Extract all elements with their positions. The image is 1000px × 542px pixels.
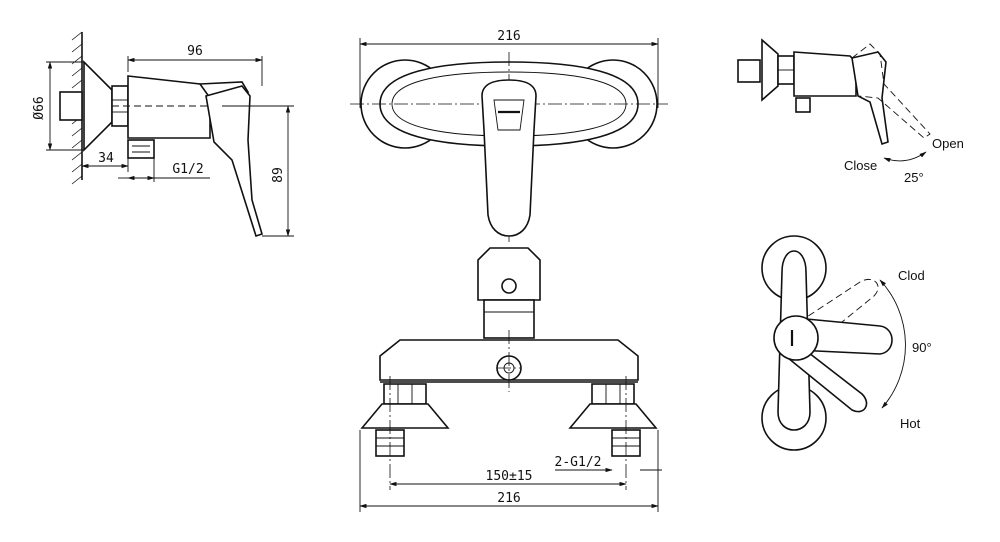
side-view: 96 Ø66 34 G1/2 89 [32, 31, 294, 238]
front-view: 2-G1/2 150±15 216 [359, 247, 662, 512]
top-view: 216 [350, 29, 668, 244]
label-angle-25: 25° [904, 170, 924, 185]
label-cold: Clod [898, 268, 925, 283]
dim-width-label: 96 [187, 44, 203, 59]
dim-inlet-thread-label: 2-G1/2 [555, 455, 602, 470]
dim-thread-label: G1/2 [172, 162, 203, 177]
label-open: Open [932, 136, 964, 151]
dim-centers-label: 150±15 [486, 469, 533, 484]
lever-side-view: Open Close 25° [737, 38, 964, 185]
label-angle-90: 90° [912, 340, 932, 355]
dim-top-width-label: 216 [497, 29, 520, 44]
dim-offset-label: 34 [98, 151, 114, 166]
lever-rotation-view: Clod 90° Hot [761, 235, 932, 451]
dim-diameter-label: Ø66 [32, 96, 47, 119]
label-close: Close [844, 158, 877, 173]
dim-height-label: 89 [271, 167, 286, 183]
dim-bottom-width-label: 216 [497, 491, 520, 506]
wall-hatching [71, 31, 83, 185]
label-hot: Hot [900, 416, 921, 431]
